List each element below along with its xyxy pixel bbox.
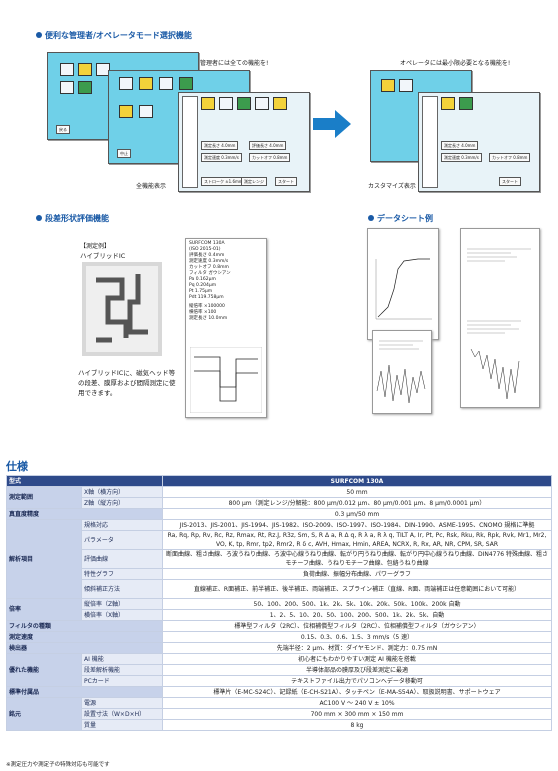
folder-icon (78, 63, 92, 76)
admin-note: 管理者には全ての機能を! (200, 60, 269, 67)
sheet-line: 評価長さ 0.4mm (189, 253, 225, 258)
range-button[interactable]: 測定レンジ (241, 177, 267, 186)
section-title-datasheet: データシート例 (368, 213, 433, 224)
sheet-line: 測定速度 0.3mm/s (189, 259, 229, 264)
step-desc: ハイブリッドICに、磁気ヘッド等の段差、膜厚および間隔測定に使用できます。 (78, 369, 176, 397)
graph-icon (60, 81, 74, 94)
sheet-sub: (ISO 2015-01) (189, 247, 221, 252)
table-row: 真直度精度 0.3 μm/50 mm (6, 508, 552, 520)
meas-len-field[interactable]: 測定長さ 4.0mm (201, 141, 239, 150)
datasheet-3-graph (376, 340, 426, 404)
meas-speed-field[interactable]: 測定速度 0.3mm/s (201, 153, 242, 162)
sheet-title: SURFCOM 130A (189, 241, 225, 246)
measure-icon (119, 77, 133, 90)
op-mode-icon (441, 97, 455, 110)
step-profile-graph (190, 347, 262, 413)
mode-icon (201, 97, 215, 110)
operator-note: オペレータには最小限必要となる機能を! (400, 60, 511, 67)
table-row: 解析項目 規格対応 JIS-2013、JIS-2001、JIS-1994、JIS… (6, 519, 552, 599)
meter-bar (182, 96, 198, 188)
cutoff-field[interactable]: カットオフ 0.8mm (249, 153, 291, 162)
table-row: 横倍率（X軸） 1、2、5、10、20、50、100、200、500、1k、2k… (7, 609, 552, 621)
table-row: 優れた機能 AI 機能 初心者にもわかりやすい測定 AI 機能を搭載 (6, 653, 552, 687)
spec-header-row: 型式 SURFCOM 130A (6, 475, 552, 487)
op-measure-icon (381, 79, 395, 92)
table-row: 測定速度 0.15、0.3、0.6、1.5、3 mm/s（5 速） (6, 631, 552, 643)
stylus-field[interactable]: ストローク ±1.6mm (201, 177, 246, 186)
arrow-right-icon (313, 110, 351, 138)
back-button[interactable]: 戻る (56, 125, 70, 134)
op-meas-len-field[interactable]: 測定長さ 4.0mm (441, 141, 479, 150)
datasheet-3 (372, 330, 432, 414)
eval-len-field[interactable]: 評価長さ 4.0mm (249, 141, 287, 150)
spec-header-label: 型式 (6, 475, 163, 487)
sheet-line: Pt 1.75μm (189, 289, 213, 294)
print-icon (119, 105, 133, 118)
result-icon (255, 97, 269, 110)
table-row: 特性グラフ 負荷曲線、振幅分布曲線、パワーグラフ (7, 568, 552, 580)
table-row: 質量 8 kg (7, 719, 552, 731)
table-row: 傾斜補正方法 直線補正、R面補正、前半補正、後半補正、両端補正、スプライン補正（… (7, 579, 552, 599)
sheet-line: Pq 0.204μm (189, 283, 217, 288)
datasheet-1 (367, 228, 439, 340)
table-row: 測定範囲 X軸（横方向） 50 mm (6, 486, 552, 509)
table-row: フィルタの種類 標準型フィルタ（2RC）、位相補償型フィルタ（2RC）、位相補償… (6, 620, 552, 632)
profile-icon (159, 77, 173, 90)
sheet-line: 横倍率 ×100 (189, 310, 217, 315)
table-row: Z軸（縦方向） 800 μm（測定レンジ/分解能：800 μm/0.012 μm… (7, 497, 552, 509)
condition-icon (179, 77, 193, 90)
section-title-step: 段差形状評価機能 (36, 213, 109, 224)
spec-header-value: SURFCOM 130A (162, 475, 552, 487)
abort-button[interactable]: 中止 (117, 149, 131, 158)
settings-icon (78, 81, 92, 94)
tool-icon (60, 63, 74, 76)
op-meter-bar (422, 96, 438, 188)
op-analysis-icon (459, 97, 473, 110)
table-row: 設置寸法（W×D×H） 700 mm × 300 mm × 150 mm (7, 708, 552, 720)
table-row: 倍率 縦倍率（Z軸） 50、100、200、500、1k、2k、5k、10k、2… (6, 598, 552, 621)
sheet-line: カットオフ 0.8mm (189, 265, 229, 270)
sheet-line: 縦倍率 ×100000 (189, 304, 225, 309)
operator-caption: カスタマイズ表示 (368, 183, 416, 190)
table-row: 標準付属品 標準片（E-MC-S24C）、記録紙（E-CH-S21A）、タッチペ… (6, 686, 552, 698)
datasheet-2 (460, 228, 540, 408)
file-icon (139, 105, 153, 118)
analysis-icon (237, 97, 251, 110)
sheet-line: 測定長さ 10.0mm (189, 316, 228, 321)
sheet-line: フィルタ ガウシアン (189, 271, 231, 276)
spec-table: 型式 SURFCOM 130A 測定範囲 X軸（横方向） 50 mm Z軸（縦方… (6, 475, 552, 731)
table-row: 検出器 先端半径：2 μm、材質：ダイヤモンド、測定力：0.75 mN (6, 642, 552, 654)
table-row: 段差解析機能 半導体部品の膜厚及び段差測定に最適 (7, 664, 552, 676)
data-icon (139, 77, 153, 90)
example-label: 【測定例】 (80, 243, 111, 250)
op-cutoff-field[interactable]: カットオフ 0.8mm (489, 153, 531, 162)
section-title-mode: 便利な管理者/オペレータモード選択機能 (36, 30, 192, 41)
datasheet-2-graph (467, 248, 531, 400)
datasheet-1-graph (375, 258, 432, 320)
admin-screen-front: 測定長さ 4.0mm 評価長さ 4.0mm 測定速度 0.3mm/s カットオフ… (178, 92, 310, 192)
op-start-button[interactable]: スタート (499, 177, 521, 186)
table-row: 評価曲線 断面曲線、粗さ曲線、ろ波うねり曲線、ろ波中心線うねり曲線、転がり円うね… (7, 549, 552, 569)
operator-screen-front: 測定長さ 4.0mm 測定速度 0.3mm/s カットオフ 0.8mm スタート (418, 92, 540, 192)
start-button[interactable]: スタート (275, 177, 297, 186)
footnote: ※測定圧力や測定子の特殊対応も可能です (6, 762, 110, 768)
admin-caption: 全機能表示 (136, 183, 167, 190)
chart-icon (96, 63, 110, 76)
spec-title: 仕様 (6, 460, 28, 473)
condition-set-icon (219, 97, 233, 110)
table-row: パラメータ Ra, Rq, Rp, Rv, Rc, Rz, Rmax, Rt, … (7, 530, 552, 550)
table-row: 銘元 電源 AC100 V ～ 240 V ± 10% (6, 697, 552, 731)
hybrid-ic-image (82, 262, 162, 356)
table-row: PCカード テキストファイル出力でパソコンへデータ移動可 (7, 675, 552, 687)
sheet-line: Pdt 119.758μm (189, 295, 224, 300)
op-speed-field[interactable]: 測定速度 0.3mm/s (441, 153, 482, 162)
output-icon (273, 97, 287, 110)
op-data-icon (399, 79, 413, 92)
step-datasheet: SURFCOM 130A (ISO 2015-01) 評価長さ 0.4mm 測定… (185, 238, 267, 418)
example-name: ハイブリッドIC (80, 252, 126, 260)
sheet-line: Pa 0.162μm (189, 277, 216, 282)
